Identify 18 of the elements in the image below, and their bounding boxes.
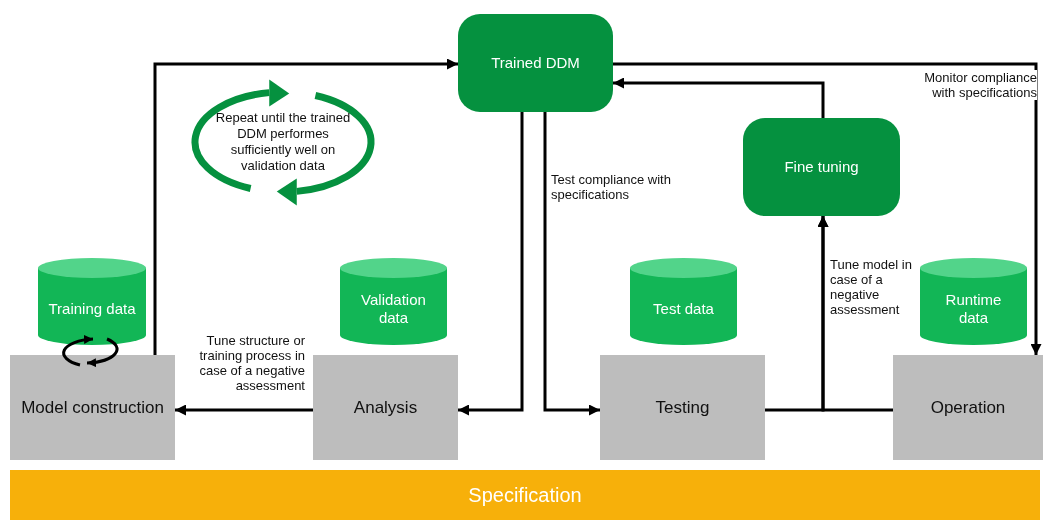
arrow [543,112,600,416]
stage-box: Operation [893,355,1043,460]
specification-bar: Specification [10,470,1040,520]
edge-label: Tune model in case of a negative assessment [830,257,914,317]
process-box: Trained DDM [458,14,613,112]
stage-box: Model construction [10,355,175,460]
arrow [153,58,458,355]
stage-box: Testing [600,355,765,460]
arrow [175,404,313,416]
loop-arrow [86,337,119,367]
arrow [458,112,524,416]
note-text: Repeat until the trained DDM performes sufficiently well on validation data [215,110,351,174]
stage-box: Analysis [313,355,458,460]
arrow [817,216,893,412]
loop-arrow [62,335,94,367]
arrow [613,62,1042,355]
process-box: Fine tuning [743,118,900,216]
arrow [613,77,825,118]
